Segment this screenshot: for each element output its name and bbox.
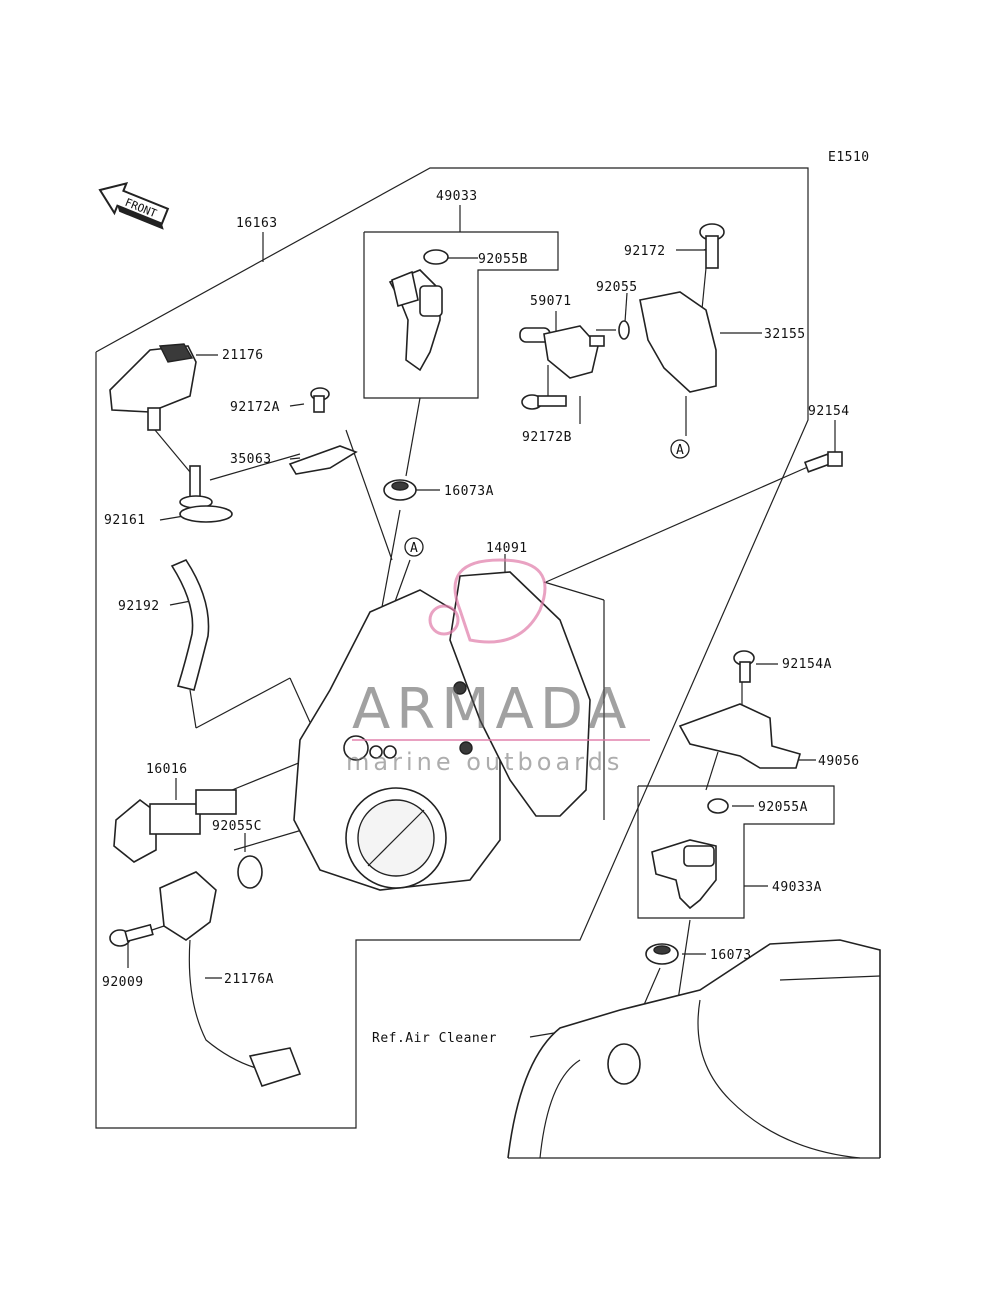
plate-35063 [288,445,358,475]
injector-box-lower [637,785,835,919]
o-ring-92055A [707,798,729,814]
label-92055: 92055 [596,280,638,295]
bolt-92154 [803,451,843,473]
label-92055C: 92055C [212,819,262,834]
label-92172B: 92172B [522,430,572,445]
label-49056: 49056 [818,754,860,769]
screw-92172 [699,223,725,269]
label-21176A: 21176A [224,972,274,987]
label-16016: 16016 [146,762,188,777]
hose-part [170,558,210,691]
label-92161: 92161 [104,513,146,528]
label-92009: 92009 [102,975,144,990]
label-32155: 32155 [764,327,806,342]
o-ring-92055C [237,855,263,889]
air-cleaner-reference [507,939,881,1159]
svg-text:A: A [676,443,684,458]
shaft-part [179,465,233,523]
label-16073: 16073 [710,948,752,963]
part-labels: 16163 49033 92055B 92172 59071 92055 321… [102,189,860,1046]
watermark-tagline: marine outboards [346,748,623,776]
injector-upper [388,249,449,372]
callout-a-lower: A [670,439,690,459]
label-92172A: 92172A [230,400,280,415]
idle-speed-valve [113,789,237,863]
label-35063: 35063 [230,452,272,467]
screw-92172A [310,387,330,413]
svg-text:A: A [410,541,418,556]
watermark: ARMADA marine outboards [346,558,650,776]
injector-box-upper [363,231,559,399]
bracket-32155 [639,291,717,393]
ref-air-cleaner: Ref.Air Cleaner [372,1031,497,1046]
grommet-16073 [645,943,679,965]
callout-a-upper: A [404,537,424,557]
diagram-code: E1510 [828,150,870,165]
assembly-outline [95,167,809,1129]
screw-92009 [109,923,154,947]
o-ring-92055 [618,320,630,340]
bolt-92154A [733,650,755,683]
pressure-sensor [519,325,605,379]
grommet-16073A [383,479,417,501]
label-16073A: 16073A [444,484,494,499]
label-92172: 92172 [624,244,666,259]
label-49033A: 49033A [772,880,822,895]
label-92192: 92192 [118,599,160,614]
label-16163: 16163 [236,216,278,231]
pipe-49056 [678,703,801,769]
label-92154: 92154 [808,404,850,419]
throttle-position-sensor [109,343,197,473]
label-59071: 59071 [530,294,572,309]
label-92055A: 92055A [758,800,808,815]
watermark-brand: ARMADA [352,677,632,742]
front-arrow-icon: FRONT [98,181,170,230]
injector-lower [651,839,717,910]
sensor-21176A [159,871,302,1087]
label-14091: 14091 [486,541,528,556]
label-21176: 21176 [222,348,264,363]
label-92154A: 92154A [782,657,832,672]
label-92055B: 92055B [478,252,528,267]
label-49033: 49033 [436,189,478,204]
screw-92172B [521,394,567,410]
